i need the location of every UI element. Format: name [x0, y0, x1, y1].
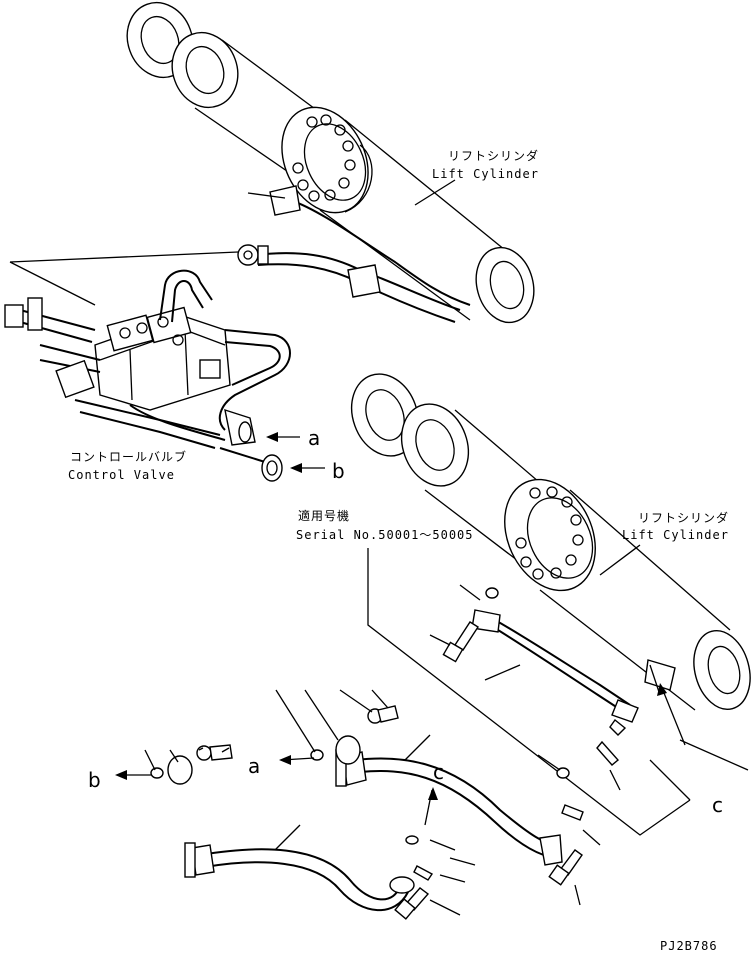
drawing-code: PJ2B786: [660, 939, 718, 953]
control-valve-en: Control Valve: [68, 468, 175, 482]
callout-b-lower: b: [88, 768, 101, 792]
loose-parts: [144, 689, 601, 920]
hose-bottom-long: [184, 824, 415, 912]
arrow-a-upper: [266, 432, 300, 442]
lift-cylinder-top-jp: リフトシリンダ: [448, 148, 539, 163]
callout-a-upper: a: [308, 426, 320, 450]
arrow-a-lower: [279, 755, 315, 765]
lift-cylinder-top: [126, 1, 535, 324]
lift-cylinder-right-en: Lift Cylinder: [622, 528, 729, 542]
serial-label-en: Serial No.50001～50005: [296, 528, 474, 542]
lift-cylinder-right-jp: リフトシリンダ: [638, 510, 729, 525]
callout-c-lower: c: [433, 760, 444, 784]
callout-b-upper: b: [332, 459, 345, 483]
control-valve-jp: コントロールバルブ: [70, 449, 187, 464]
control-valve: [4, 269, 291, 482]
serial-label-jp: 適用号機: [298, 508, 350, 523]
arrow-c-lower: [424, 787, 438, 826]
callout-c-right: c: [712, 793, 723, 817]
hoses-upper: [9, 185, 471, 323]
hose-bottom-upper: [335, 734, 563, 866]
lift-cylinder-top-en: Lift Cylinder: [432, 167, 539, 181]
callout-a-lower: a: [248, 754, 260, 778]
serial-note-frame: [367, 548, 749, 836]
arrow-b-upper: [290, 463, 325, 473]
pipe-assembly-right: [429, 584, 639, 791]
lift-cylinder-right: [350, 373, 751, 711]
arrow-b-lower: [115, 770, 152, 780]
